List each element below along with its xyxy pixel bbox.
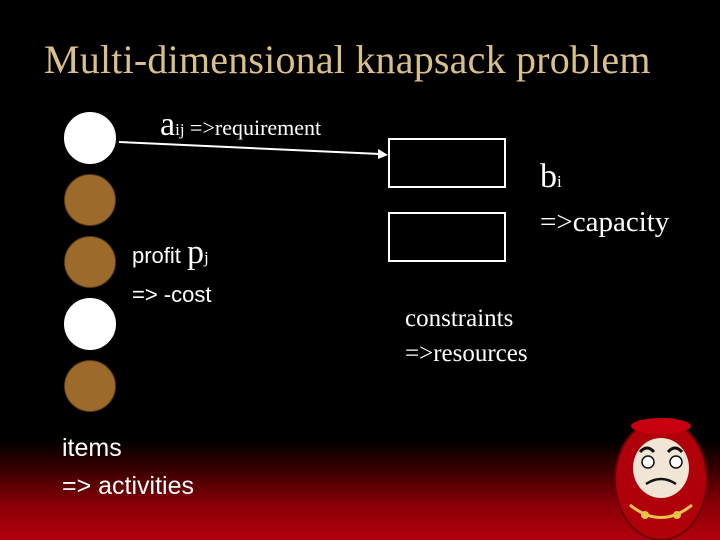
slide-title: Multi-dimensional knapsack problem <box>44 37 651 82</box>
activities-text: => activities <box>62 472 195 500</box>
requirement-label: aij =>requirement <box>160 106 321 144</box>
profit-label: profit pj <box>132 234 209 272</box>
constraints-text: constraints <box>405 305 514 332</box>
constraint-box <box>388 212 506 262</box>
requirement-symbol: a <box>160 106 176 143</box>
item-circle-filled <box>64 360 116 412</box>
capacity-subscript: i <box>557 172 562 191</box>
profit-symbol: p <box>187 234 205 271</box>
requirement-text: =>requirement <box>184 115 322 140</box>
item-circle-empty <box>64 298 116 350</box>
resources-text: =>resources <box>405 340 528 367</box>
item-circle-empty <box>64 112 116 164</box>
capacity-text: =>capacity <box>540 206 670 238</box>
item-circle-filled <box>64 174 116 226</box>
items-text: items <box>62 434 122 462</box>
constraint-box <box>388 138 506 188</box>
capacity-label: bi <box>540 158 562 196</box>
profit-cost-text: => -cost <box>132 282 212 307</box>
item-circle-filled <box>64 236 116 288</box>
capacity-symbol: b <box>540 158 557 195</box>
profit-text: profit <box>132 243 188 268</box>
profit-subscript: j <box>204 248 209 267</box>
requirement-subscript: ij <box>175 120 185 139</box>
